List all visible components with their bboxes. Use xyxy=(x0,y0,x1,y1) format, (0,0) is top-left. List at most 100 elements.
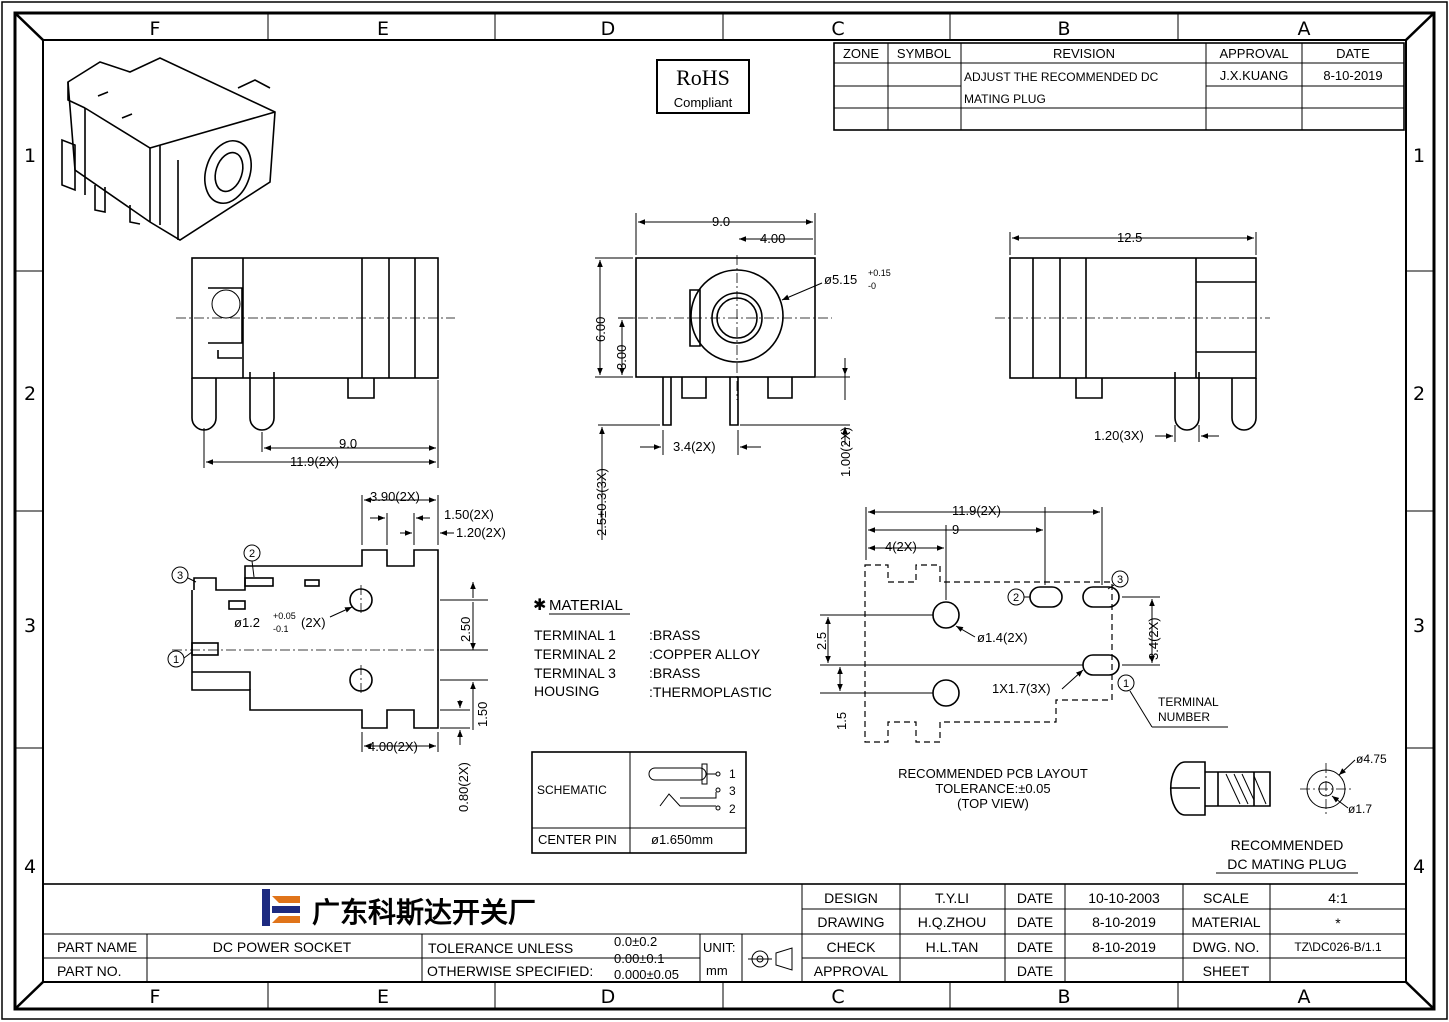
title-block: 广东科斯达开关厂 PART NAME PART NO. DC POWER SOC… xyxy=(42,883,1407,983)
material-row-value: :BRASS xyxy=(649,665,700,681)
dim-side-11-9: 11.9(2X) xyxy=(290,454,339,469)
dim-bottom-hole-plus: +0.05 xyxy=(273,611,296,621)
tb-key: SCALE xyxy=(1203,890,1249,906)
material-row-name: HOUSING xyxy=(534,683,599,699)
dim-bottom-2-50: 2.50 xyxy=(458,617,473,642)
zone-col-bottom: E xyxy=(377,986,389,1008)
material-title: MATERIAL xyxy=(549,597,623,614)
dim-right-1-20: 1.20(3X) xyxy=(1094,428,1144,443)
tb-role: DESIGN xyxy=(824,890,878,906)
zone-col-bottom: B xyxy=(1057,986,1070,1008)
dim-front-9: 9.0 xyxy=(712,214,730,229)
side-view-left: 9.0 11.9(2X) xyxy=(176,257,455,469)
part-name-value: DC POWER SOCKET xyxy=(213,939,352,955)
dim-bottom-3-90: 3.90(2X) xyxy=(370,489,420,504)
pcb-terminal-mark-1: 1 xyxy=(1123,678,1129,690)
zone-columns: F E D C B A F E D C B A xyxy=(150,18,1311,1008)
dim-plug-inner: ø1.7 xyxy=(1348,802,1372,816)
dim-right-12-5: 12.5 xyxy=(1117,230,1142,245)
rev-header-revision: REVISION xyxy=(1053,46,1115,61)
unit-value: mm xyxy=(706,963,728,978)
dim-bottom-1-20: 1.20(2X) xyxy=(456,525,506,540)
dim-pcb-3-4: 3.4(2X) xyxy=(1146,617,1161,660)
dim-front-3-4: 3.4(2X) xyxy=(673,439,716,454)
tb-value: 4:1 xyxy=(1328,890,1348,906)
material-asterisk-icon: ✱ xyxy=(533,595,546,614)
dim-front-4: 4.00 xyxy=(760,231,785,246)
dim-bottom-hole: ø1.2 xyxy=(234,615,260,630)
part-no-label: PART NO. xyxy=(57,963,122,979)
zone-rows: 1 2 3 4 1 2 3 4 xyxy=(24,145,1425,878)
center-pin-label: CENTER PIN xyxy=(538,832,617,847)
zone-row-right: 2 xyxy=(1413,383,1425,405)
pcb-terminal-mark-3: 3 xyxy=(1117,574,1123,586)
bottom-view: 3.90(2X) 1.50(2X) 1.20(2X) ø1.2 +0.05 -0… xyxy=(167,489,506,812)
schematic-label: SCHEMATIC xyxy=(537,783,607,797)
zone-col-bottom: A xyxy=(1298,986,1311,1008)
pcb-caption-line2: TOLERANCE:±0.05 xyxy=(935,781,1050,796)
part-name-label: PART NAME xyxy=(57,939,137,955)
pcb-caption-line3: (TOP VIEW) xyxy=(957,796,1029,811)
zone-col-top: E xyxy=(377,18,389,40)
mating-plug: ø4.75 ø1.7 RECOMMENDED DC MATING PLUG xyxy=(1169,752,1387,874)
zone-col-bottom: F xyxy=(150,986,161,1008)
terminal-number-line2: NUMBER xyxy=(1158,710,1210,724)
schematic-box: SCHEMATIC CENTER PIN ø1.650mm 1 3 2 xyxy=(531,751,747,854)
dim-front-2-5: 2.5±0.3(3X) xyxy=(594,468,609,536)
terminal-mark-2: 2 xyxy=(249,548,255,560)
dim-pcb-9: 9 xyxy=(952,522,959,537)
tb-role: APPROVAL xyxy=(814,963,889,979)
zone-col-bottom: D xyxy=(601,986,616,1008)
rev-header-approval: APPROVAL xyxy=(1219,46,1288,61)
zone-col-top: D xyxy=(601,18,616,40)
plug-caption-line1: RECOMMENDED xyxy=(1231,837,1344,853)
zone-row-left: 1 xyxy=(24,145,36,167)
unit-label: UNIT: xyxy=(703,940,736,955)
pcb-layout: 11.9(2X) 9 4(2X) ø1.4(2X) 2.5 1.5 3.4(2X… xyxy=(814,503,1228,811)
schematic-pin-1: 1 xyxy=(729,767,736,781)
tb-value: TZ\DC026-B/1.1 xyxy=(1294,940,1382,954)
tb-key: DWG. NO. xyxy=(1193,939,1260,955)
dim-pcb-2-5: 2.5 xyxy=(814,632,829,650)
tb-date: 8-10-2019 xyxy=(1092,914,1156,930)
material-row-name: TERMINAL 2 xyxy=(534,646,616,662)
tb-date-label: DATE xyxy=(1017,939,1053,955)
rohs-badge: RoHS Compliant xyxy=(656,59,750,114)
material-row-name: TERMINAL 1 xyxy=(534,627,616,643)
tb-person: H.L.TAN xyxy=(926,939,979,955)
tolerance-value: 0.0±0.2 xyxy=(614,934,657,949)
rev-date: 8-10-2019 xyxy=(1323,68,1382,83)
schematic-symbol-icon xyxy=(648,763,721,811)
rev-header-zone: ZONE xyxy=(843,46,879,61)
dim-hole-tol-minus: -0 xyxy=(868,281,876,291)
company-name: 广东科斯达开关厂 xyxy=(312,896,536,929)
tb-date: 8-10-2019 xyxy=(1092,939,1156,955)
zone-row-right: 3 xyxy=(1413,615,1425,637)
tb-role: DRAWING xyxy=(817,914,884,930)
zone-row-left: 2 xyxy=(24,383,36,405)
side-view-right: 12.5 1.20(3X) xyxy=(995,230,1270,443)
tb-date: 10-10-2003 xyxy=(1088,890,1160,906)
terminal-number-line1: TERMINAL xyxy=(1158,695,1219,709)
zone-col-top: F xyxy=(150,18,161,40)
material-row-value: :THERMOPLASTIC xyxy=(649,684,772,700)
dim-bottom-4-00: 4.00(2X) xyxy=(368,739,418,754)
rev-description-line1: ADJUST THE RECOMMENDED DC xyxy=(964,70,1159,84)
dim-pcb-slot: 1X1.7(3X) xyxy=(992,681,1051,696)
tolerance-line2: OTHERWISE SPECIFIED: xyxy=(427,963,593,979)
terminal-mark-1: 1 xyxy=(173,654,179,666)
revision-table: ZONE SYMBOL REVISION APPROVAL DATE J.X.K… xyxy=(833,42,1405,131)
dim-bottom-hole-count: (2X) xyxy=(301,615,326,630)
dim-hole-tol-plus: +0.15 xyxy=(868,268,891,278)
rohs-subtitle: Compliant xyxy=(674,95,733,110)
zone-row-left: 4 xyxy=(24,856,36,878)
schematic-pin-3: 3 xyxy=(729,784,736,798)
tb-key: MATERIAL xyxy=(1192,914,1261,930)
pcb-terminal-mark-2: 2 xyxy=(1013,592,1019,604)
material-row-value: :COPPER ALLOY xyxy=(649,646,761,662)
tb-person: T.Y.LI xyxy=(935,890,969,906)
dim-pcb-11-9: 11.9(2X) xyxy=(952,503,1001,518)
front-view: 9.0 4.00 ø5.15 +0.15 -0 6.00 3.00 3.4(2X… xyxy=(593,213,891,540)
projection-symbol-icon xyxy=(748,947,793,971)
dim-side-9: 9.0 xyxy=(339,436,357,451)
